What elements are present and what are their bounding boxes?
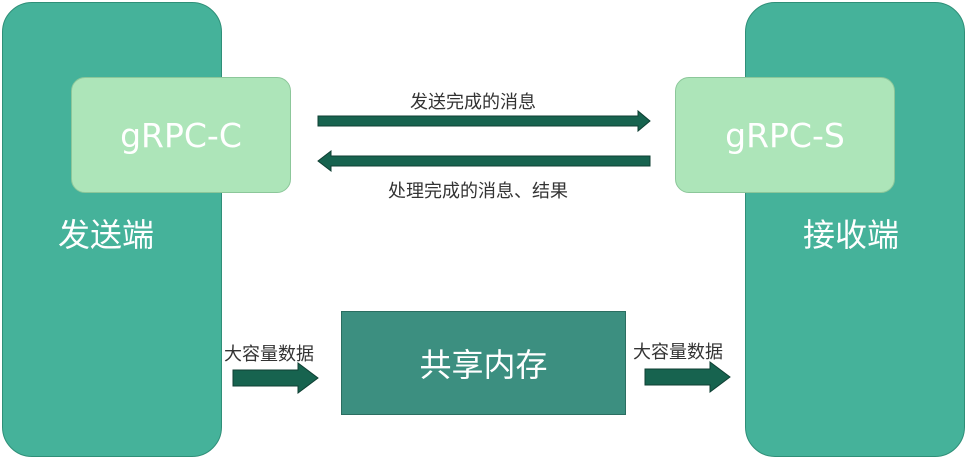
bulk-data-left-arrow [232,362,319,394]
shared-memory-box: 共享内存 [341,311,626,415]
send-message-label: 发送完成的消息 [410,92,536,113]
bulk-data-right-label: 大容量数据 [633,342,723,363]
grpc-client-box: gRPC-C [71,77,291,193]
shared-memory-label: 共享内存 [419,346,548,384]
reply-arrow [317,149,651,173]
sender-label: 发送端 [58,216,155,254]
receiver-label: 接收端 [803,216,900,254]
grpc-server-label: gRPC-S [725,115,845,155]
send-arrow [317,109,651,133]
grpc-server-box: gRPC-S [675,77,895,193]
bulk-data-right-arrow [644,361,731,393]
bulk-data-left-label: 大容量数据 [224,344,314,365]
reply-message-label: 处理完成的消息、结果 [388,181,568,202]
grpc-client-label: gRPC-C [120,115,242,155]
